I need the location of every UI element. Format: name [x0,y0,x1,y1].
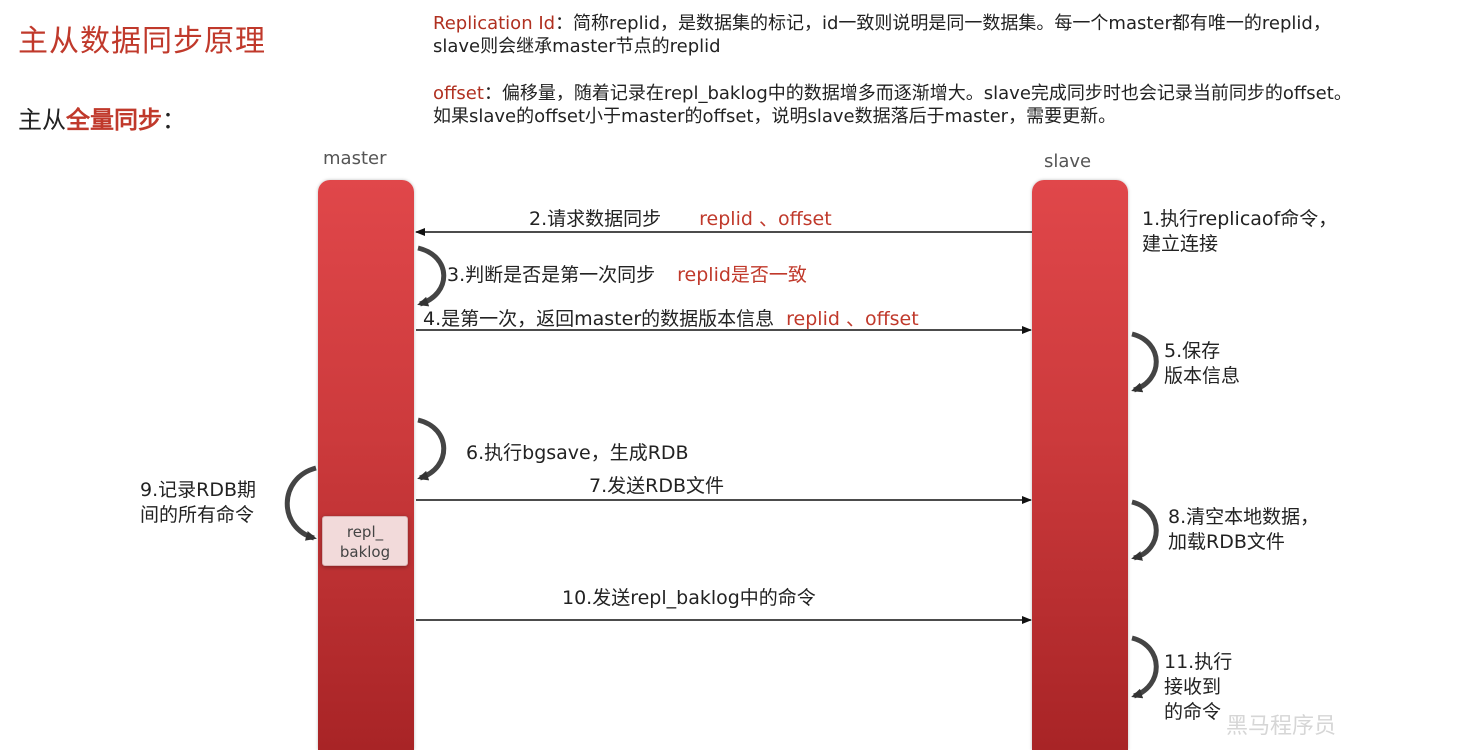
subtitle-strong: 全量同步 [66,106,162,134]
step7-label: 7.发送RDB文件 [589,475,724,497]
baklog-line1: repl_ [346,523,384,541]
baklog-line2: baklog [339,543,391,561]
step4-text: 4.是第一次，返回master的数据版本信息 [423,308,775,330]
master-lifeline [318,180,414,750]
step10-label: 10.发送repl_baklog中的命令 [562,587,816,609]
step3-check: replid是否一致 [677,264,807,286]
step3-text: 3.判断是否是第一次同步 [447,264,656,286]
note-offset: offset：偏移量，随着记录在repl_baklog中的数据增多而逐渐增大。s… [433,82,1352,128]
note-replid-key: Replication Id [433,13,556,34]
loop-step5 [1131,331,1159,393]
step11-line1: 11.执行 [1164,651,1233,673]
step5-line1: 5.保存 [1164,340,1221,362]
step3-label: 3.判断是否是第一次同步 replid是否一致 [447,260,807,287]
loop-step6 [417,417,447,481]
step8-line1: 8.清空本地数据， [1168,506,1320,528]
slave-lane-label: slave [1044,151,1092,172]
loop-step11 [1131,635,1159,699]
step9-line1: 9.记录RDB期 [140,479,256,501]
subtitle-suffix: ： [162,106,186,134]
page-title: 主从数据同步原理 [18,24,266,59]
step1-line1: 1.执行replicaof命令， [1142,208,1338,230]
loop-step9 [284,465,317,541]
step1-label: 1.执行replicaof命令， 建立连接 [1142,207,1337,257]
step2-text: 2.请求数据同步 [529,208,662,230]
step4-params: replid 、offset [786,308,919,330]
step2-params: replid 、offset [699,208,832,230]
step6-label: 6.执行bgsave，生成RDB [466,442,689,464]
note-replid-line2: slave则会继承master节点的replid [433,36,721,57]
loop-step8 [1131,499,1159,561]
step2-label: 2.请求数据同步 replid 、offset [529,204,832,231]
step11-line3: 的命令 [1164,701,1222,723]
step11-line2: 接收到 [1164,676,1222,698]
step5-line2: 版本信息 [1164,365,1241,387]
step4-label: 4.是第一次，返回master的数据版本信息 replid 、offset [423,304,919,331]
watermark: 黑马程序员 [1226,714,1337,739]
note-replication-id: Replication Id：简称replid，是数据集的标记，id一致则说明是… [433,12,1331,58]
repl-baklog-box: repl_ baklog [322,516,408,566]
section-heading: 主从全量同步： [18,100,186,135]
subtitle-prefix: 主从 [18,106,66,134]
step9-label: 9.记录RDB期 间的所有命令 [140,478,256,528]
step5-label: 5.保存 版本信息 [1164,339,1240,389]
note-offset-line2: 如果slave的offset小于master的offset，说明slave数据落… [433,106,1117,127]
loop-step3 [417,245,447,307]
step8-line2: 加载RDB文件 [1168,531,1285,553]
step9-line2: 间的所有命令 [140,504,255,526]
step8-label: 8.清空本地数据， 加载RDB文件 [1168,505,1319,555]
note-replid-line1: ：简称replid，是数据集的标记，id一致则说明是同一数据集。每一个maste… [555,13,1331,34]
master-lane-label: master [323,148,387,169]
step1-line2: 建立连接 [1142,233,1219,255]
note-offset-line1: ：偏移量，随着记录在repl_baklog中的数据增多而逐渐增大。slave完成… [483,83,1352,104]
slave-lifeline [1032,180,1128,750]
step11-label: 11.执行 接收到 的命令 [1164,650,1232,725]
note-offset-key: offset [433,83,484,104]
